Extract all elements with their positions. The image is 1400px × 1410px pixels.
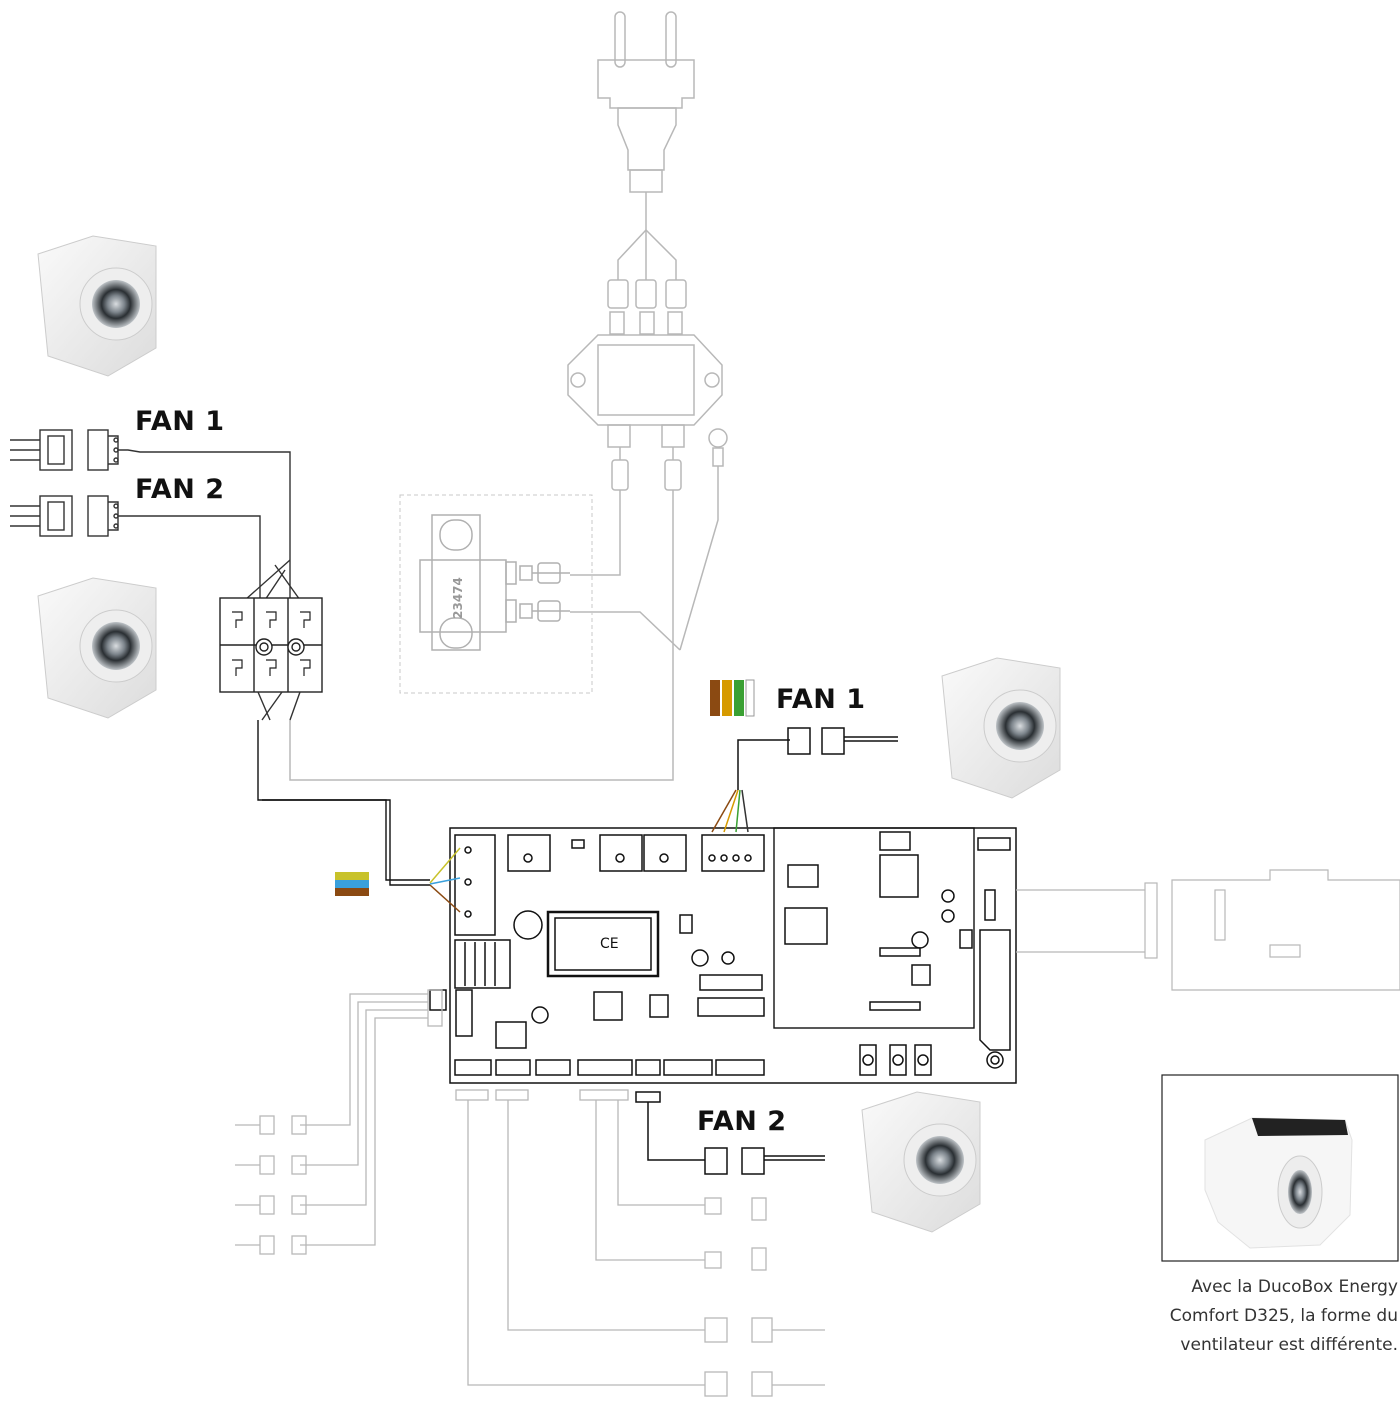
fan2-right-cable [635,1091,825,1175]
caption-line-3: ventilateur est différente. [1180,1335,1398,1355]
display-board [1016,869,1400,991]
board-mains-wire-colors [429,847,461,913]
caption-line-2: Comfort D325, la forme du [1169,1306,1398,1326]
fan2-label-left: FAN 2 [135,474,225,505]
power-plug [597,11,695,230]
fan1-label-right: FAN 1 [776,684,866,715]
control-board: CE [429,827,1017,1084]
fan1-label-left: FAN 1 [135,406,225,437]
mains-filter [567,311,728,491]
svg-text:CE: CE [600,936,619,952]
wire-color-legend-right [710,679,755,717]
transformer-id: 23474 [451,577,465,619]
alternate-fan-box [1161,1074,1399,1262]
mains-wires [289,466,719,781]
fan-illustration [861,1091,981,1233]
left-fan-connectors [10,429,301,601]
alternate-fan-caption: Avec la DucoBox Energy Comfort D325, la … [1090,1273,1398,1360]
terminal-block [219,597,323,693]
caption-line-1: Avec la DucoBox Energy [1191,1277,1398,1297]
bottom-connectors [455,1089,825,1397]
fan-illustration [37,577,157,719]
fan1-right-cable [711,727,898,833]
fan-illustration [37,235,157,377]
mains-cable-split [607,229,687,309]
transformer-box: 23474 [399,494,593,694]
bottom-left-connectors [235,989,443,1255]
fan-illustration [941,657,1061,799]
terminal-to-board-wires [257,691,430,886]
wire-color-legend-left [335,872,369,896]
fan2-label-right: FAN 2 [697,1106,787,1137]
